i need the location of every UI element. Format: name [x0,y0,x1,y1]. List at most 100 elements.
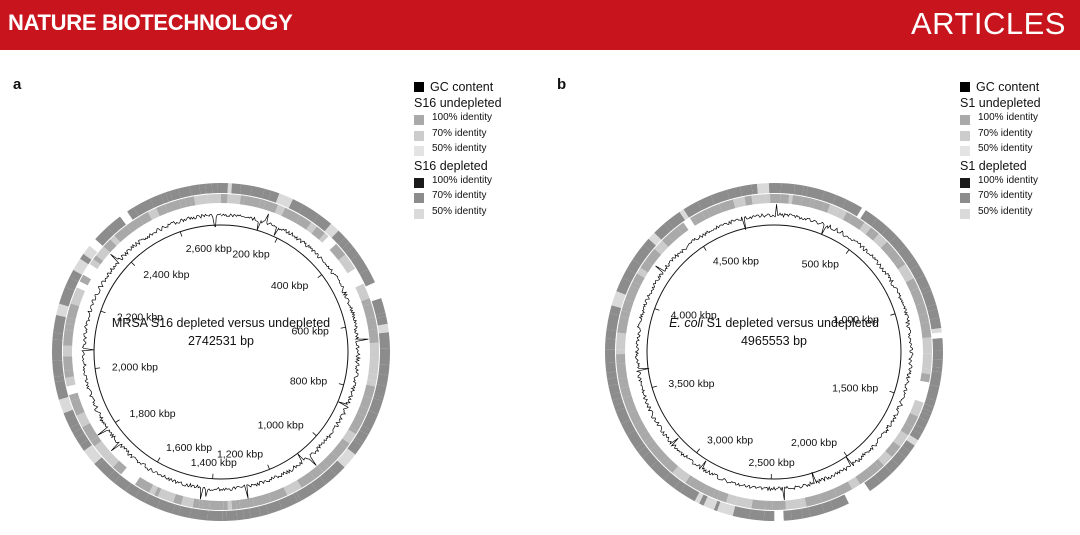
undepleted-ring [780,194,790,204]
undepleted-ring [103,239,117,253]
undepleted-ring [921,368,932,375]
depleted-ring [897,445,911,458]
depleted-ring [841,199,863,217]
depleted-ring [912,424,925,435]
undepleted-ring [239,497,255,509]
depleted-ring [926,304,938,312]
depleted-ring [926,384,940,401]
tick-mark [317,274,323,279]
depleted-ring [53,314,66,334]
depleted-ring [298,204,319,223]
depleted-ring [311,476,327,492]
depleted-ring [832,194,847,209]
depleted-ring [608,384,621,395]
depleted-ring [374,384,387,398]
depleted-ring [615,407,631,425]
depleted-ring [626,259,641,274]
undepleted-ring [791,195,803,206]
undepleted-ring [880,241,894,255]
depleted-ring [751,183,758,195]
undepleted-ring [889,441,901,453]
depleted-ring [722,503,736,516]
undepleted-ring [867,462,881,475]
tick-label: 1,200 kbp [217,449,263,461]
depleted-ring [231,183,242,195]
swatch [960,146,970,156]
depleted-ring [613,402,626,412]
undepleted-ring [621,299,634,313]
undepleted-ring [63,329,74,346]
tick-mark [338,383,344,386]
tick-label: 2,500 kbp [749,457,795,469]
depleted-ring [780,183,796,195]
depleted-ring [891,451,906,466]
depleted-ring [921,408,933,416]
depleted-ring [626,429,644,449]
undepleted-ring [751,499,767,510]
depleted-ring [821,500,834,514]
undepleted-ring [922,353,932,370]
tick-mark [95,367,101,369]
undepleted-ring [855,467,874,485]
undepleted-ring [910,288,925,306]
depleted-ring [635,442,647,453]
panel-b-letter: b [557,76,567,93]
depleted-ring [189,184,201,196]
depleted-ring [75,433,89,446]
undepleted-ring [620,386,632,399]
tick-label: 800 kbp [290,376,328,388]
undepleted-ring [842,211,853,223]
depleted-ring [793,184,804,196]
undepleted-ring [76,412,90,428]
depleted-ring [312,214,332,232]
legend-gc: GC content [960,80,1041,96]
undepleted-ring [349,412,366,432]
depleted-ring [808,503,825,518]
undepleted-ring [281,207,301,224]
tick-label: 2,000 kbp [791,437,837,449]
depleted-ring [83,444,102,464]
undepleted-ring [104,452,120,468]
tick-label: 200 kbp [232,248,270,260]
depleted-ring [616,277,632,295]
depleted-ring [844,486,864,504]
undepleted-ring [369,342,379,359]
undepleted-ring [223,500,228,510]
depleted-ring [379,348,391,366]
center-size: 2742531 bp [188,334,254,348]
undepleted-ring [198,499,203,509]
depleted-ring [368,398,383,415]
center-title: E. coli S1 depleted versus undepleted [669,316,879,330]
depleted-ring [296,482,317,501]
depleted-ring [856,207,866,219]
undepleted-ring [920,321,932,339]
depleted-ring [642,451,658,468]
depleted-ring [680,484,700,502]
depleted-ring [605,362,617,373]
depleted-ring [72,428,85,439]
depleted-ring [79,439,93,451]
undepleted-ring [70,398,85,416]
depleted-ring [52,332,64,341]
depleted-ring [632,244,652,265]
depleted-ring [667,211,686,229]
undepleted-ring [112,460,127,475]
undepleted-ring [835,208,847,220]
undepleted-ring [654,240,669,255]
legend-item: 100% identity [960,175,1041,191]
depleted-ring [293,491,302,503]
depleted-ring [341,242,354,254]
tick-mark [696,448,701,454]
depleted-ring [710,189,730,205]
depleted-ring [611,291,626,308]
depleted-ring [262,188,272,201]
depleted-ring [713,500,721,512]
undepleted-ring [685,475,694,485]
undepleted-ring [114,225,132,243]
depleted-ring [932,350,943,360]
depleted-ring [205,183,213,194]
undepleted-ring [765,500,773,510]
depleted-ring [375,312,387,319]
undepleted-ring [812,199,825,211]
